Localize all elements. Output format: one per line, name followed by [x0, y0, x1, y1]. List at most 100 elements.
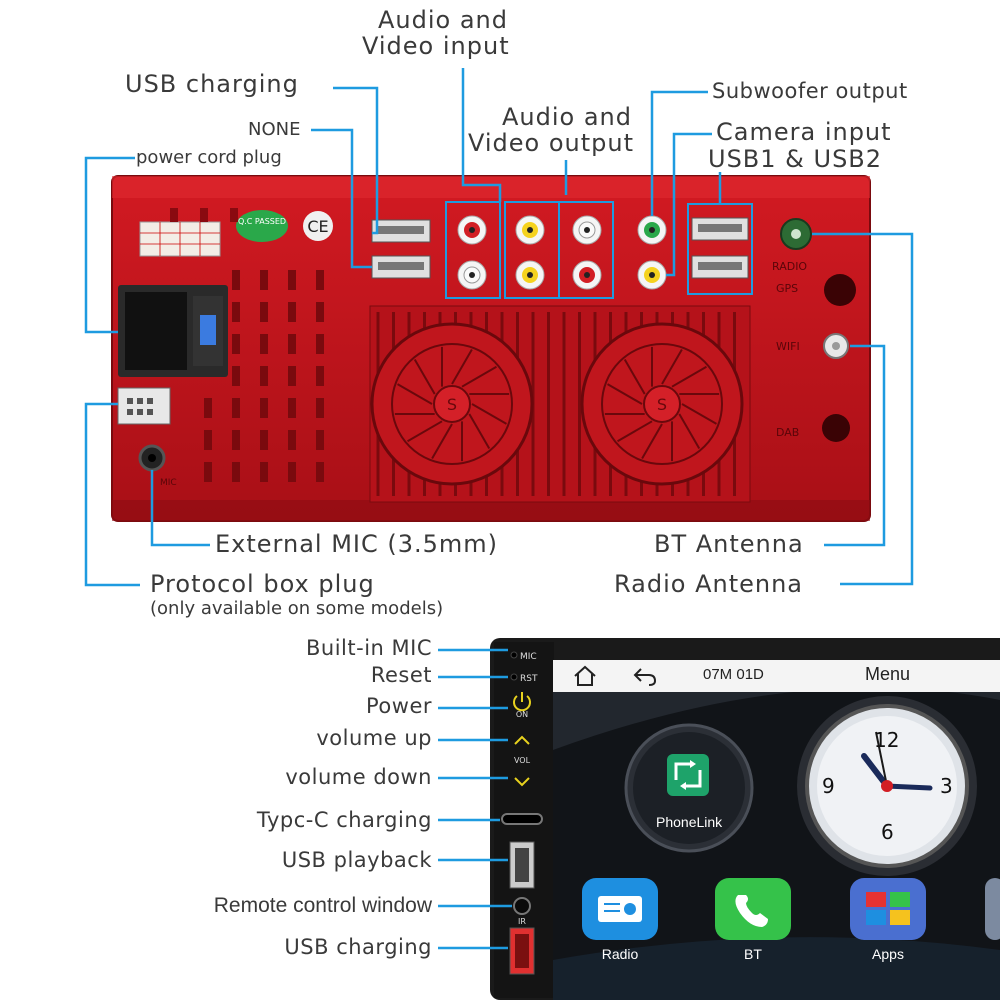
label-power-cord-plug: power cord plug [136, 147, 282, 168]
power-button-icon[interactable] [513, 692, 531, 712]
label-subwoofer-output: Subwoofer output [712, 79, 908, 103]
fan-blade [671, 365, 707, 388]
qc-sticker [236, 210, 288, 242]
phonelink-widget[interactable] [624, 723, 754, 853]
dab-marking: DAB [776, 426, 799, 439]
clock-minute-hand [884, 783, 933, 791]
apps-grid-icon [866, 892, 910, 925]
fan-blade [471, 403, 507, 425]
built-in-mic-hole [510, 651, 518, 659]
fan-blade [681, 403, 717, 425]
vent-slot [204, 430, 212, 450]
label-protocol-box-plug: Protocol box plug [150, 570, 375, 598]
label-usb-charging-front: USB charging [284, 935, 432, 959]
leader-lines-front [438, 648, 512, 950]
fan-blade [431, 423, 453, 459]
label-power: Power [366, 694, 432, 718]
fan-blade [451, 349, 473, 385]
back-icon[interactable] [631, 663, 659, 689]
vent-slot [316, 302, 324, 322]
volume-up-icon [514, 735, 530, 745]
fan-blade [623, 359, 646, 395]
app-bt-button[interactable] [715, 878, 791, 940]
app-apps-label: Apps [872, 946, 904, 962]
vent-slot [260, 270, 268, 290]
bezel-mic-text: MIC [520, 652, 537, 662]
typec-port [501, 813, 543, 825]
front-panel-illustration: MIC RST ON VOL IR [438, 638, 1000, 1000]
clock-number-12: 12 [874, 728, 900, 752]
protocol-box-connector [117, 387, 171, 425]
clock-second-hand [875, 731, 888, 787]
clock-number-9: 9 [822, 774, 835, 798]
menu-button[interactable]: Menu [865, 664, 911, 684]
vent-slot [316, 366, 324, 386]
label-built-in-mic: Built-in MIC [306, 636, 432, 660]
vent-slot [288, 398, 296, 418]
label-av-output-line1: Audio and [502, 103, 632, 131]
screen-status-bar: 07M 01D Menu [553, 660, 1000, 692]
ce-mark [303, 211, 333, 241]
label-camera-input: Camera input [716, 118, 892, 146]
phone-icon [735, 895, 768, 927]
volume-down-icon [514, 777, 530, 787]
ir-window [513, 897, 531, 915]
rear-panel-illustration: Q.C PASSED CE MIC RADIO GPS WIFI DAB [84, 68, 914, 587]
fan-blade [641, 423, 663, 459]
mic-marking: MIC [160, 478, 177, 488]
app-apps-button[interactable] [850, 878, 926, 940]
vent-slot [204, 398, 212, 418]
leader-lines-rear [84, 68, 914, 587]
vent-slot [260, 462, 268, 482]
fan-left: S [370, 322, 534, 486]
ce-text: CE [307, 217, 328, 236]
vent-slot [260, 398, 268, 418]
fan-right: S [580, 322, 744, 486]
vent-slot [288, 462, 296, 482]
clock-number-6: 6 [881, 820, 894, 844]
label-volume-up: volume up [316, 726, 432, 750]
gps-marking: GPS [776, 282, 798, 295]
label-none: NONE [248, 119, 301, 140]
vent-slot [316, 462, 324, 482]
bezel-rst-text: RST [520, 674, 538, 684]
label-av-input-line1: Audio and [378, 6, 508, 34]
fan-blade [661, 349, 683, 385]
home-icon[interactable] [571, 663, 599, 689]
vent-slot [260, 334, 268, 354]
clock-hour-hand [861, 753, 890, 789]
fan-blade [617, 420, 653, 443]
label-radio-antenna: Radio Antenna [614, 570, 804, 598]
vent-slot [260, 366, 268, 386]
fan-blade [468, 413, 491, 449]
vent-slot [316, 398, 324, 418]
label-bt-antenna: BT Antenna [654, 530, 804, 558]
label-av-input-line2: Video input [362, 32, 510, 60]
bezel-ir-text: IR [518, 917, 526, 926]
vent-slot [288, 366, 296, 386]
label-volume-down: volume down [285, 765, 432, 789]
vent-slot [232, 270, 240, 290]
clock-widget[interactable] [797, 696, 977, 876]
vent-slot [316, 430, 324, 450]
svg-text:S: S [447, 395, 457, 414]
label-protocol-box-note: (only available on some models) [150, 598, 444, 619]
fan-blade [678, 413, 701, 449]
vent-slot [204, 462, 212, 482]
vent-slot [288, 430, 296, 450]
app-radio-button[interactable] [582, 878, 658, 940]
fan-blade [413, 359, 436, 395]
clock-number-3: 3 [940, 774, 953, 798]
vent-slot [232, 398, 240, 418]
app-radio-label: Radio [601, 946, 639, 962]
label-remote-window: Remote control window [213, 894, 432, 917]
vent-slot [288, 302, 296, 322]
reset-hole [510, 673, 518, 681]
bezel-on-text: ON [516, 710, 528, 719]
vent-slot [232, 430, 240, 450]
label-usb1-usb2: USB1 & USB2 [708, 145, 883, 173]
gps-hole [824, 274, 856, 306]
dab-hole [822, 414, 850, 442]
app-bt-label: BT [744, 946, 762, 962]
fan-blade [397, 383, 433, 405]
